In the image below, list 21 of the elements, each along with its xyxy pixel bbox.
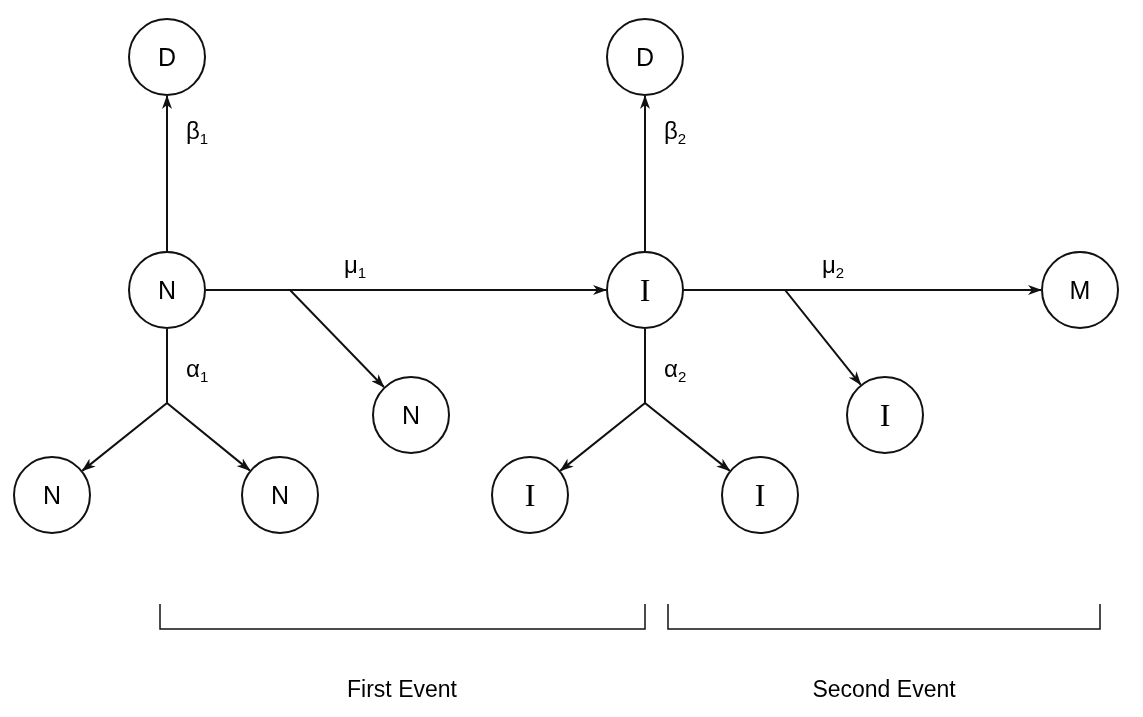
arrow <box>644 328 731 472</box>
arrow <box>640 95 650 252</box>
event-label: First Event <box>347 676 457 703</box>
node-label: D <box>157 44 177 70</box>
arrow <box>205 289 385 388</box>
edge-label: β$_{2}$ <box>662 118 689 147</box>
node-label: I <box>754 479 766 511</box>
arrow <box>683 289 862 386</box>
node-label: N <box>270 482 290 508</box>
node-label: I <box>879 399 891 431</box>
node-label: I <box>639 274 651 306</box>
node-label: N <box>42 482 62 508</box>
edge-label: β$_{1}$ <box>184 118 211 147</box>
arrow <box>166 328 251 472</box>
node-label: M <box>1069 277 1091 303</box>
node-label: N <box>401 402 421 428</box>
arrow <box>162 95 172 252</box>
node-label: D <box>635 44 655 70</box>
event-label: Second Event <box>812 676 956 703</box>
node-label: I <box>524 479 536 511</box>
node-label: N <box>157 277 177 303</box>
